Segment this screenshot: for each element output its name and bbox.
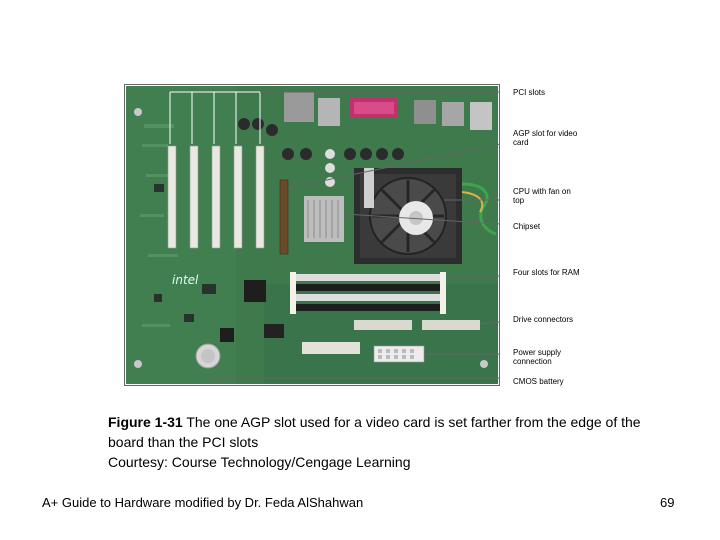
callout-ram-slots: Four slots for RAM	[513, 268, 580, 277]
callout-pci-slots: PCI slots	[513, 88, 546, 97]
callout-agp-slot: AGP slot for video card	[513, 129, 578, 147]
callout-cmos-battery: CMOS battery	[513, 377, 564, 386]
caption-main: Figure 1-31 The one AGP slot used for a …	[108, 412, 648, 452]
callout-cpu-fan: CPU with fan on top	[513, 187, 571, 205]
caption-courtesy: Courtesy: Course Technology/Cengage Lear…	[108, 454, 411, 470]
motherboard-image: intel	[126, 86, 500, 384]
page-number: 69	[660, 495, 675, 510]
callout-chipset: Chipset	[513, 222, 541, 231]
callout-drive-connectors: Drive connectors	[513, 315, 574, 324]
figure-number: Figure 1-31	[108, 414, 183, 430]
figure-caption: Figure 1-31 The one AGP slot used for a …	[108, 412, 648, 472]
caption-text: The one AGP slot used for a video card i…	[108, 414, 641, 450]
footer-source: A+ Guide to Hardware modified by Dr. Fed…	[42, 495, 364, 510]
svg-text:intel: intel	[172, 273, 199, 287]
callout-power-connection: Power supply connection	[513, 348, 562, 366]
